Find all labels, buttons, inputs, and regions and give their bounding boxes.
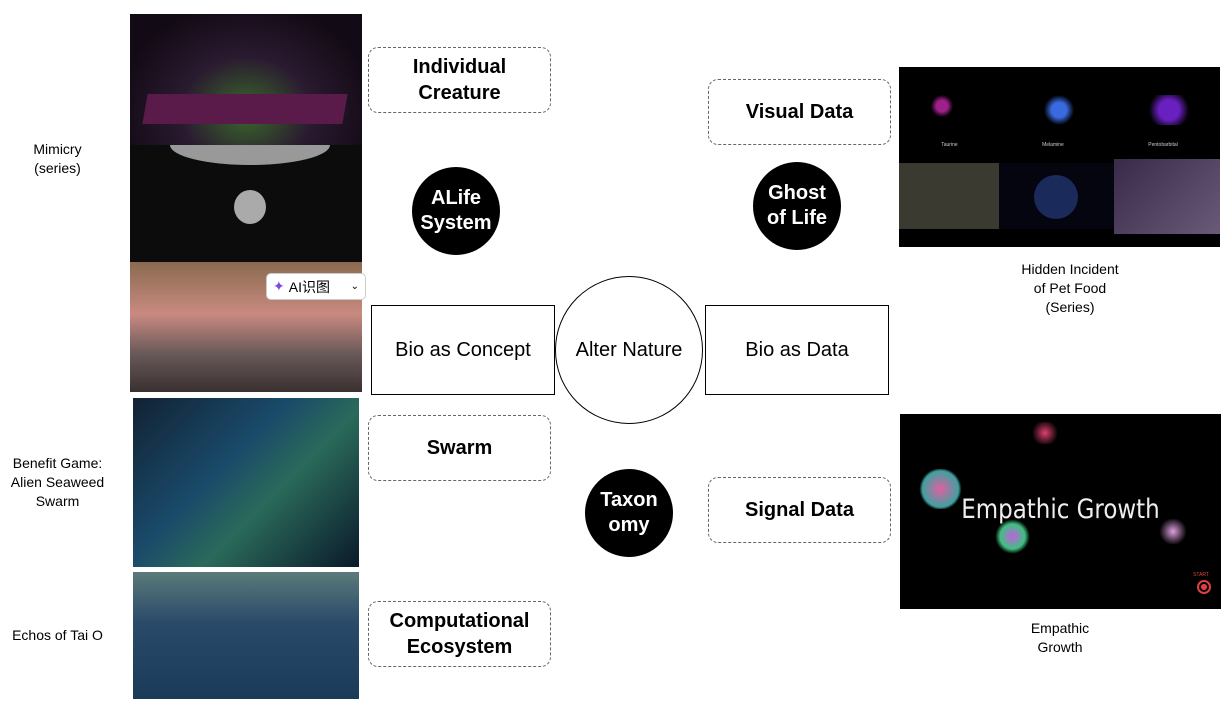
label-mimicry: Mimicry (series) <box>33 141 82 176</box>
image-pet-food: Taurine Melamine Pentobarbital <box>899 67 1220 247</box>
empathic-growth-title: Empathic Growth <box>961 494 1160 525</box>
rect-bio-as-concept: Bio as Concept <box>371 305 555 395</box>
label-pet-food: Hidden Incident of Pet Food (Series) <box>1021 261 1119 315</box>
start-record-icon[interactable] <box>1197 580 1211 594</box>
molecule-label: Taurine <box>941 142 958 148</box>
label-empathic-growth: Empathic Growth <box>1030 620 1090 655</box>
image-mimicry-garden <box>130 14 362 145</box>
image-empathic-growth: Empathic Growth START <box>900 414 1221 609</box>
sparkle-icon: ✦ <box>273 278 285 294</box>
chevron-down-icon[interactable]: ⌄ <box>350 281 359 292</box>
circle-alter-nature: Alter Nature <box>555 276 703 424</box>
ai-recognize-button[interactable]: ✦AI识图 ⌄ <box>266 273 366 300</box>
start-label: START <box>1193 572 1209 578</box>
molecule-label: Melamine <box>1042 142 1064 148</box>
rect-bio-as-data: Bio as Data <box>705 305 889 395</box>
box-visual-data: Visual Data <box>708 79 891 145</box>
box-swarm: Swarm <box>368 415 551 481</box>
ai-button-label: AI识图 <box>288 278 330 295</box>
box-individual-creature: Individual Creature <box>368 47 551 113</box>
label-echos-of-tai-o: Echos of Tai O <box>12 627 103 643</box>
circle-taxonomy: Taxon omy <box>585 469 673 557</box>
image-mimicry-dome <box>130 145 362 262</box>
box-computational-ecosystem: Computational Ecosystem <box>368 601 551 667</box>
image-benefit-game <box>133 398 359 567</box>
molecule-label: Pentobarbital <box>1148 142 1178 148</box>
label-benefit-game: Benefit Game: Alien Seaweed Swarm <box>10 455 105 509</box>
circle-ghost-of-life: Ghost of Life <box>753 162 841 250</box>
image-echos-of-tai-o <box>133 572 359 699</box>
box-signal-data: Signal Data <box>708 477 891 543</box>
circle-alife-system: ALife System <box>412 167 500 255</box>
